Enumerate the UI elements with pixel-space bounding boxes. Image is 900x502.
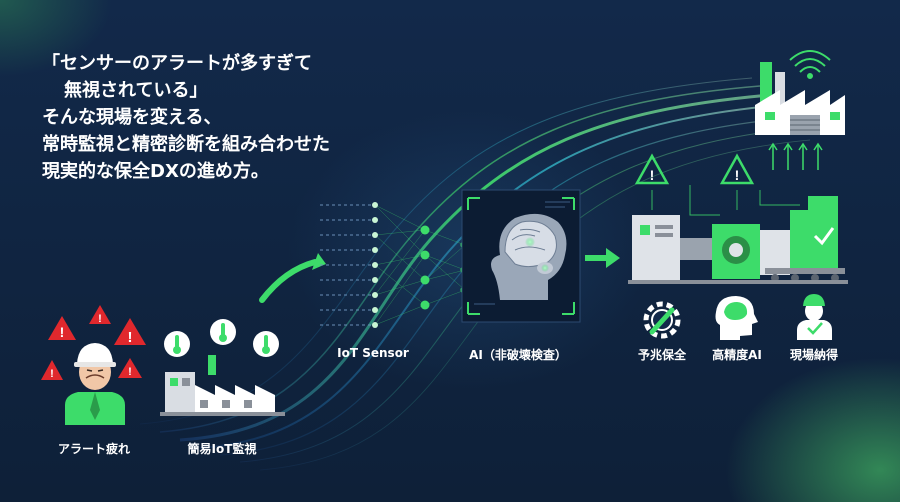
factory-icon — [755, 62, 845, 135]
headline-line-3: そんな現場を変える、 — [42, 107, 222, 128]
factory-icon — [160, 355, 285, 416]
brain-scan-icon — [461, 189, 581, 323]
warning-triangle-icon: ! ! — [634, 153, 755, 185]
wifi-icon — [789, 50, 831, 79]
headline: 「センサーのアラートが多すぎて 無視されている」 そんな現場を変える、 常時監視… — [42, 50, 382, 185]
label-simple-iot: 簡易IoT監視 — [187, 442, 257, 456]
label-high-accuracy-ai: 高精度AI — [712, 348, 762, 362]
worker-icon — [65, 343, 125, 425]
label-alert-fatigue: アラート疲れ — [57, 442, 131, 456]
label-iot-sensor: IoT Sensor — [337, 346, 409, 360]
svg-text:!: ! — [650, 167, 655, 183]
alert-fatigue-group: ! ! ! ! ! — [41, 305, 146, 425]
wrench-gear-icon — [643, 301, 681, 339]
svg-text:!: ! — [735, 167, 740, 183]
svg-text:!: ! — [128, 366, 132, 378]
headline-line-1: 「センサーのアラートが多すぎて — [42, 53, 312, 74]
progress-arrow — [259, 259, 318, 303]
machinery-group: ! ! — [628, 153, 848, 284]
headline-line-5: 現実的な保全DXの進め方。 — [42, 161, 269, 182]
thermometer-icon — [164, 319, 279, 357]
label-ai-ndt: AI（非破壊検査） — [469, 348, 567, 362]
svg-text:!: ! — [50, 368, 54, 380]
worker-icon — [797, 294, 832, 340]
label-predictive-maintenance: 予兆保全 — [637, 348, 687, 362]
simple-iot-group — [160, 253, 326, 416]
warning-triangle-icon: ! ! ! ! ! — [41, 305, 146, 380]
svg-text:!: ! — [98, 313, 102, 325]
headline-line-2: 無視されている」 — [64, 80, 208, 101]
headline-line-4: 常時監視と精密診断を組み合わせた — [42, 134, 330, 155]
neural-network-icon — [372, 202, 470, 328]
svg-text:!: ! — [60, 324, 65, 340]
label-on-site-acceptance: 現場納得 — [789, 348, 839, 362]
svg-text:!: ! — [128, 329, 133, 346]
brain-head-icon — [715, 296, 758, 340]
factory-top-group — [755, 50, 845, 170]
